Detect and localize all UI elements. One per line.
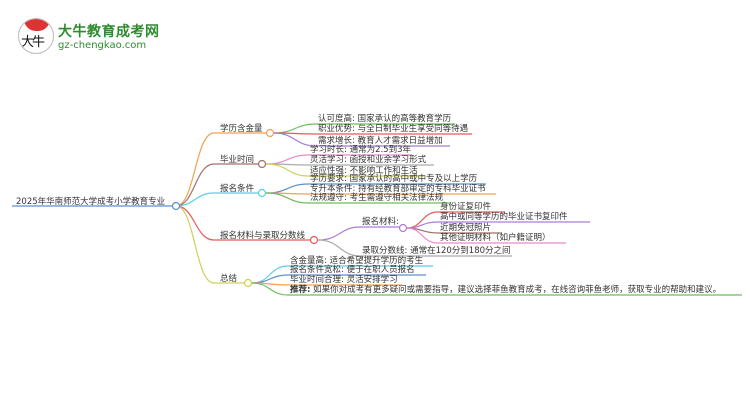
branch-enrollment-conditions: 报名条件 xyxy=(220,184,255,194)
leaf-flexible-study: 灵活学习: 函授和业余学习形式 xyxy=(310,155,427,165)
site-url: gz-chengkao.com xyxy=(58,40,147,51)
leaf-legal-compliance: 法规遵守: 考生需遵守相关法律法规 xyxy=(310,193,444,203)
site-logo[interactable]: 大牛 大牛教育成考网 gz-chengkao.com xyxy=(18,18,238,58)
branch-materials-and-scores: 报名材料与录取分数线 xyxy=(220,231,306,241)
leaf-recommendation: 推荐: 如果你对成考有更多疑问或需要指导，建议选择菲鱼教育成考，在线咨询菲鱼老师… xyxy=(290,285,721,295)
recommendation-key: 推荐: xyxy=(290,285,311,295)
leaf-demand-growth: 需求增长: 教育人才需求日益增加 xyxy=(318,136,443,146)
leaf-upgrade-condition: 专升本条件: 持有经教育部审定的专科毕业证书 xyxy=(310,184,486,194)
branch-graduation-time: 毕业时间 xyxy=(220,155,255,165)
node-enrollment-materials: 报名材料: xyxy=(362,217,399,227)
logo-badge-icon: 大牛 xyxy=(18,18,54,54)
mindmap-root: 2025年华南师范大学成考小学教育专业 xyxy=(16,197,166,207)
leaf-reasonable-time: 毕业时间合理: 灵活安排学习 xyxy=(290,275,398,285)
site-name: 大牛教育成考网 xyxy=(58,24,160,40)
branch-summary: 总结 xyxy=(220,274,238,284)
leaf-relaxed-conditions: 报名条件宽松: 便于在职人员报名 xyxy=(290,265,415,275)
leaf-recognition: 认可度高: 国家承认的高等教育学历 xyxy=(318,114,452,124)
leaf-other-documents: 其他证明材料（如户籍证明） xyxy=(440,233,551,243)
branch-degree-value: 学历含金量 xyxy=(220,124,263,134)
leaf-education-requirement: 学历要求: 国家承认的高中或中专及以上学历 xyxy=(310,174,478,184)
leaf-career-advantage: 职业优势: 与全日制毕业生享受同等待遇 xyxy=(318,124,469,134)
leaf-id-copy: 身份证复印件 xyxy=(440,202,492,212)
leaf-admission-score: 录取分数线: 通常在120分到180分之间 xyxy=(362,246,511,256)
leaf-high-value: 含金量高: 适合希望提升学历的考生 xyxy=(290,256,424,266)
recommendation-text: 如果你对成考有更多疑问或需要指导，建议选择菲鱼教育成考，在线咨询菲鱼老师，获取专… xyxy=(310,285,722,295)
leaf-diploma-copy: 高中或同等学历的毕业证书复印件 xyxy=(440,212,568,222)
leaf-study-duration: 学习时长: 通常为2.5到3年 xyxy=(310,145,411,155)
leaf-photo: 近期免冠照片 xyxy=(440,223,492,233)
leaf-adaptability: 适应性强: 不影响工作和生活 xyxy=(310,166,418,176)
